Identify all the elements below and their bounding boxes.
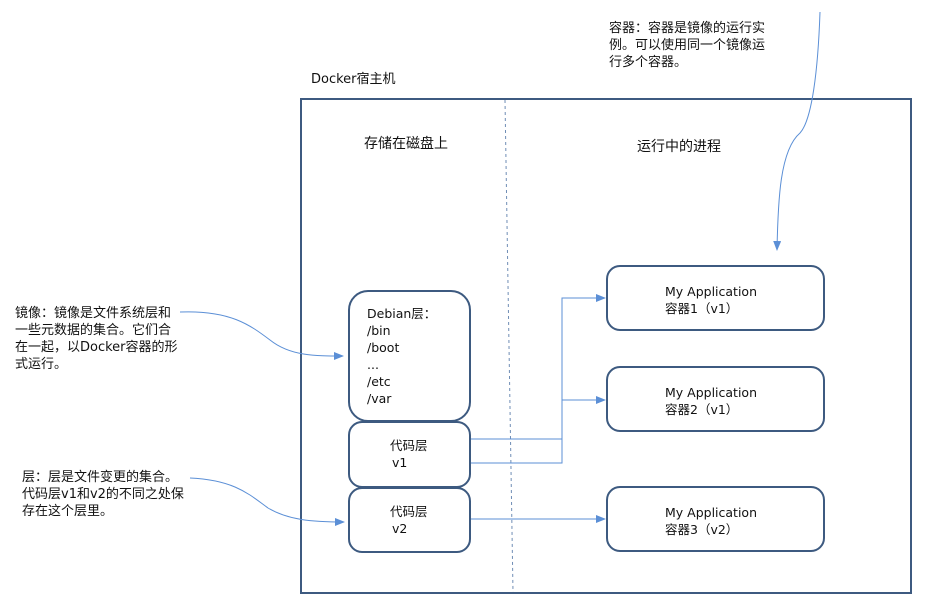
section-divider xyxy=(504,99,514,593)
debian-layer-title: Debian层： xyxy=(367,306,437,321)
code-layer-v2-name: 代码层 xyxy=(390,504,428,519)
disk-section-label: 存储在磁盘上 xyxy=(364,136,448,152)
layer-annotation-arrow xyxy=(189,477,345,526)
dir-ellipsis: ... xyxy=(367,357,379,372)
image-annotation: 镜像：镜像是文件系统层和 一些元数据的集合。它们合 在一起，以Docker容器的… xyxy=(15,306,178,372)
container-1-app: My Application xyxy=(665,284,757,299)
code-layer-v1-name: 代码层 xyxy=(390,438,428,453)
container-annotation: 容器：容器是镜像的运行实 例。可以使用同一个镜像运 行多个容器。 xyxy=(609,21,766,70)
dir-var: /var xyxy=(367,391,392,406)
code-layer-v1-box: 代码层 v1 xyxy=(348,421,471,488)
debian-layer-box: Debian层： /bin /boot ... /etc /var xyxy=(348,290,471,422)
code-layer-v2-version: v2 xyxy=(392,521,408,536)
process-section-label: 运行中的进程 xyxy=(637,139,721,155)
container-1-box: My Application 容器1（v1） xyxy=(606,265,825,331)
dir-boot: /boot xyxy=(367,340,400,355)
container-2-label: 容器2（v1） xyxy=(665,402,739,417)
v1-to-containers-connector-b xyxy=(470,396,606,464)
container-2-app: My Application xyxy=(665,385,757,400)
container-annotation-arrow xyxy=(773,11,821,251)
code-layer-v1-version: v1 xyxy=(392,455,408,470)
v1-to-containers-connector-a xyxy=(470,294,606,440)
layer-annotation: 层：层是文件变更的集合。 代码层v1和v2的不同之处保 存在这个层里。 xyxy=(22,470,184,519)
container-3-box: My Application 容器3（v2） xyxy=(606,486,825,552)
container-1-label: 容器1（v1） xyxy=(665,301,739,316)
docker-host-box xyxy=(300,98,912,594)
dir-etc: /etc xyxy=(367,374,391,389)
dir-bin: /bin xyxy=(367,323,391,338)
code-layer-v2-box: 代码层 v2 xyxy=(348,487,471,553)
container-3-label: 容器3（v2） xyxy=(665,522,739,537)
container-2-box: My Application 容器2（v1） xyxy=(606,366,825,432)
container-3-app: My Application xyxy=(665,505,757,520)
host-title: Docker宿主机 xyxy=(311,72,396,87)
image-annotation-arrow xyxy=(179,311,344,360)
